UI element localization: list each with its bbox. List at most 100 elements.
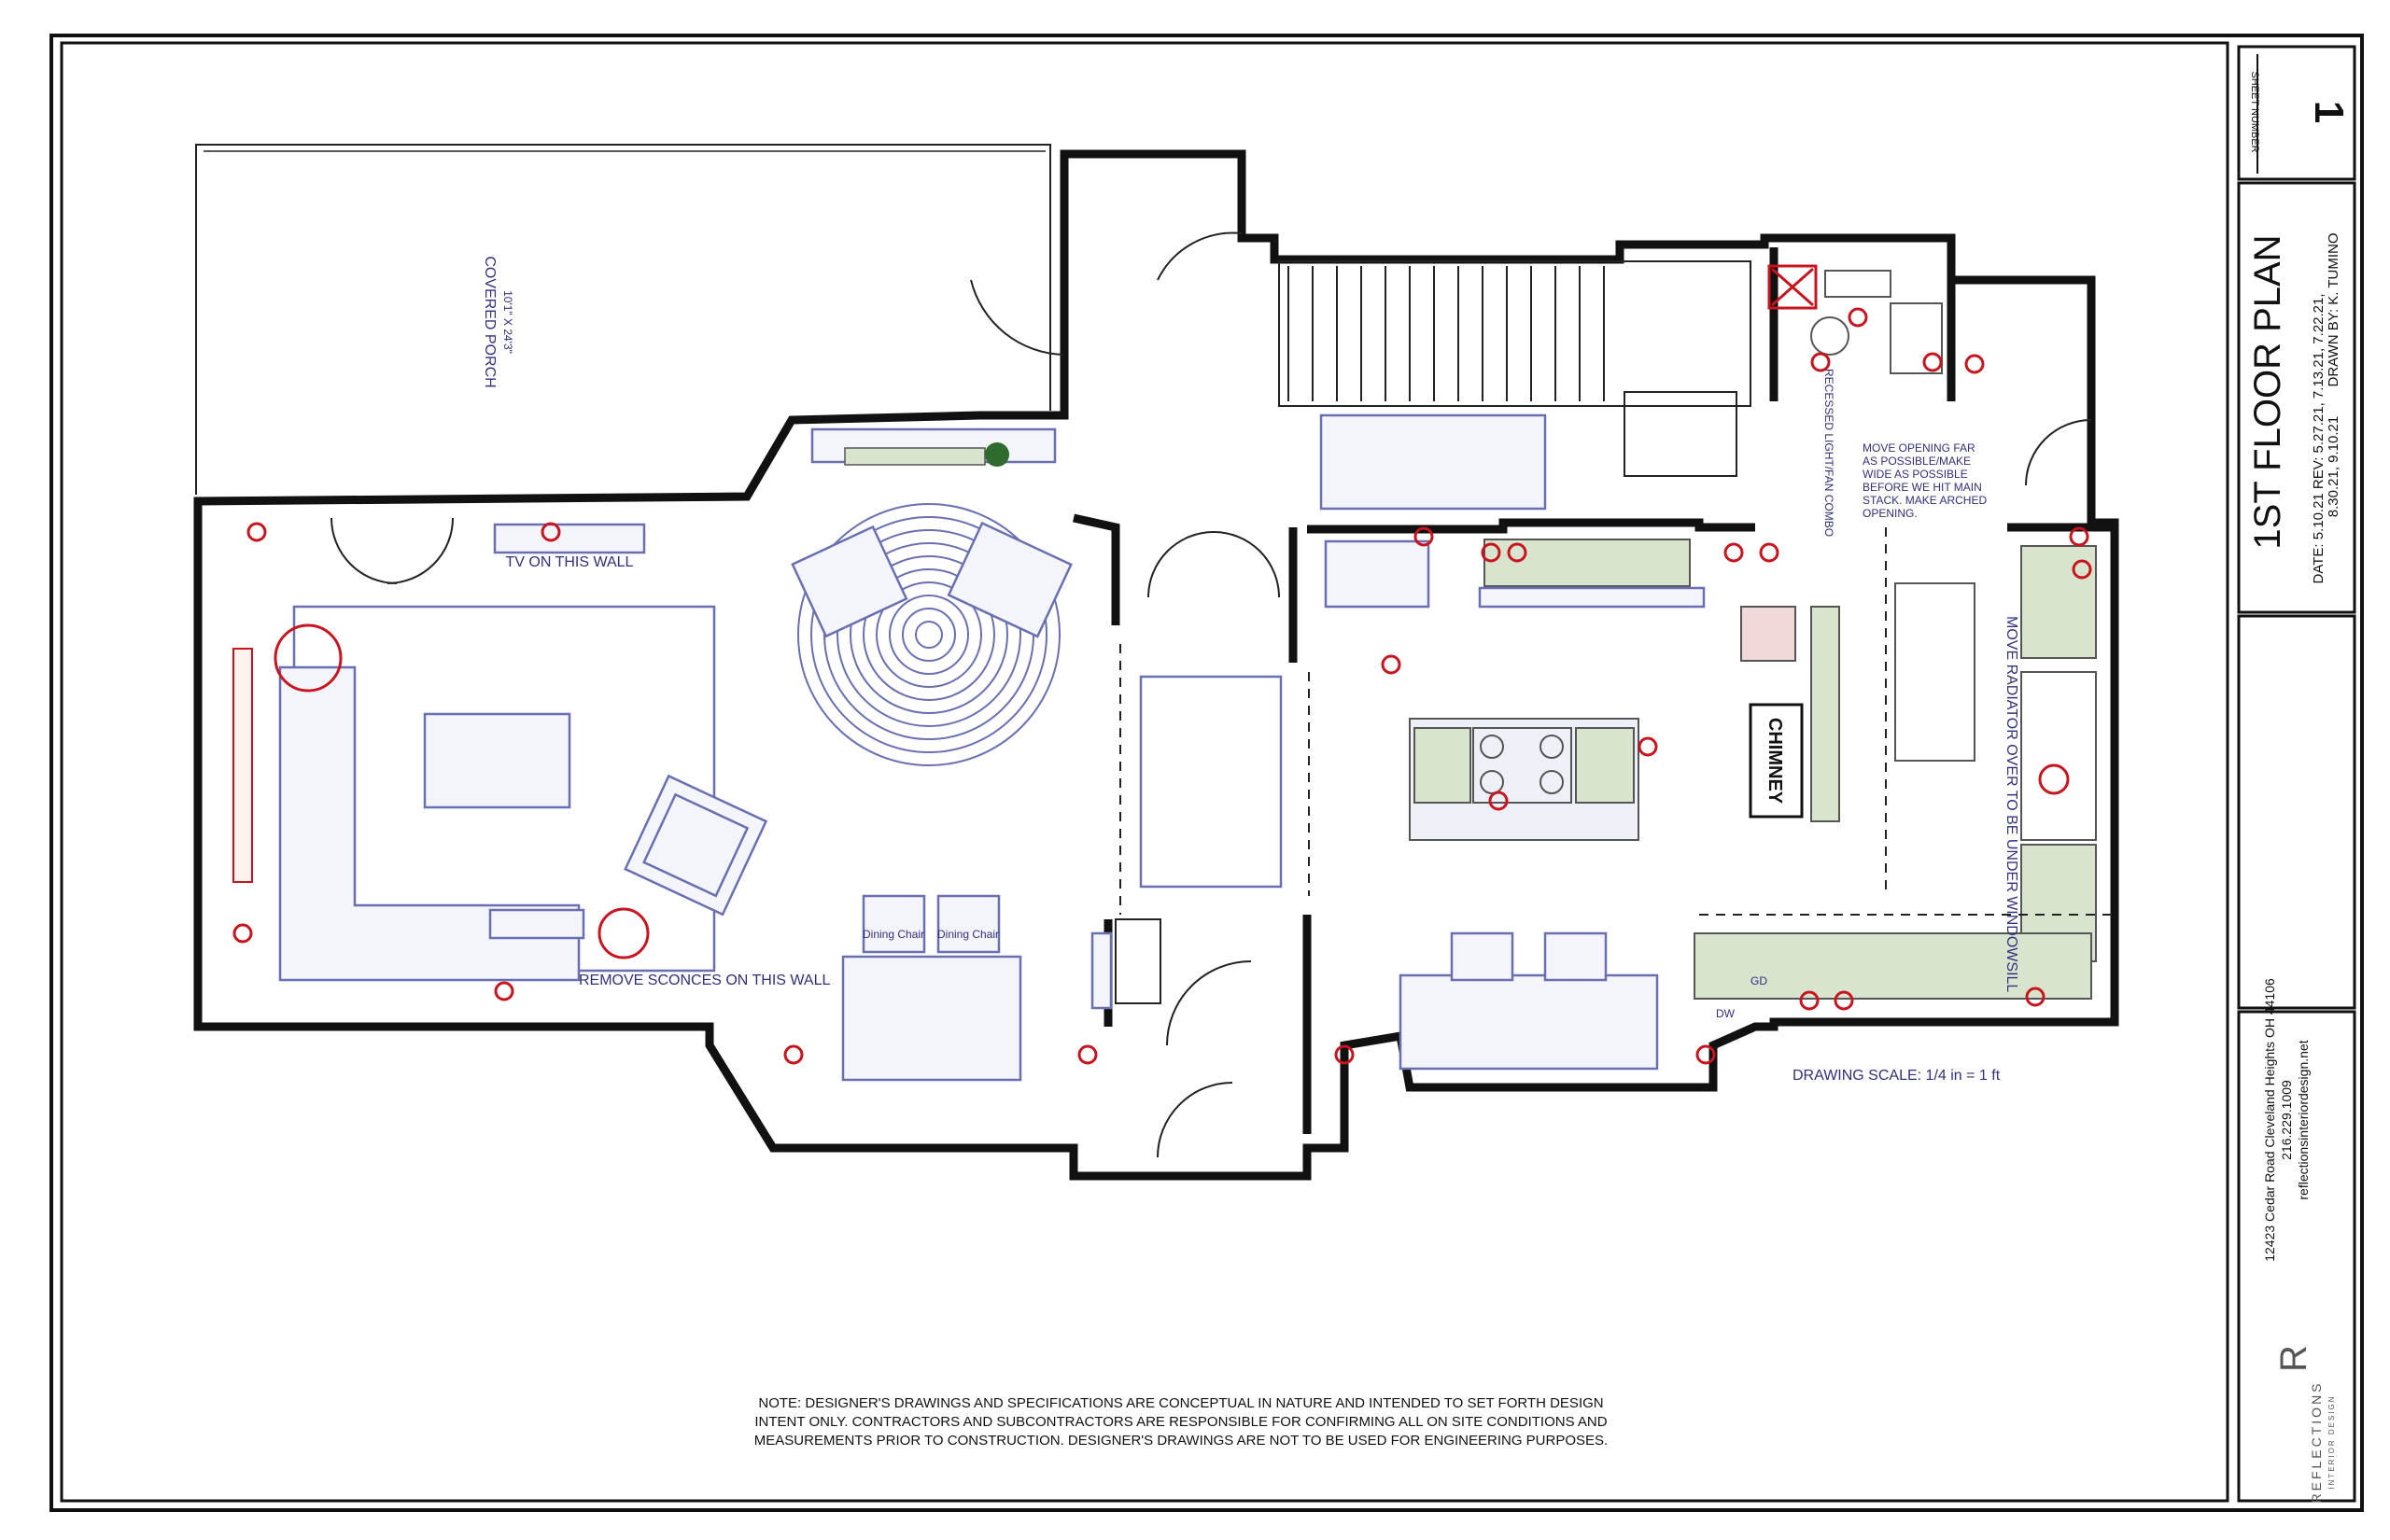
red-fixture — [2072, 559, 2092, 580]
red-fixture — [494, 981, 514, 1001]
firm-logo: R — [2273, 1345, 2314, 1372]
move-opening-6: OPENING. — [1863, 507, 1918, 520]
rug-ring — [915, 621, 943, 649]
firm-name: REFLECTIONS — [2309, 1380, 2324, 1503]
doors — [330, 231, 2092, 1158]
island-cab-left — [1413, 727, 1471, 804]
living-armchair-1 — [791, 525, 908, 638]
red-fixture — [1695, 1044, 1716, 1065]
stair-door-right — [1213, 531, 1280, 598]
stair-door-left — [1147, 531, 1215, 598]
outer-border — [49, 34, 2364, 1512]
red-fixtures — [232, 307, 2092, 1065]
red-fixture — [1334, 1044, 1355, 1065]
sheet-number-box — [2237, 45, 2356, 181]
red-fixture — [1638, 736, 1658, 757]
entry-console — [1090, 931, 1113, 1010]
side-ottoman — [488, 908, 585, 940]
title-block: SHEET NUMBER 1 1ST FLOOR PLAN DATE: 5.10… — [2237, 45, 2356, 1504]
powder-room: RECESSED LIGHT/FAN COMBO — [1767, 264, 1943, 537]
rug-ring — [876, 581, 982, 688]
move-opening-3: WIDE AS POSSIBLE — [1863, 468, 1968, 481]
firm-phone: 216.229.1009 — [2279, 1080, 2294, 1160]
stair-treads — [1287, 266, 1605, 401]
red-fixture — [1922, 352, 1943, 372]
powder-sink — [1767, 264, 1818, 310]
hall-runner — [1139, 675, 1283, 889]
dw-label: DW — [1716, 1007, 1736, 1020]
island-cab-right — [1575, 727, 1635, 804]
porch-dims: 10'1" X 24'3" — [501, 290, 514, 354]
powder-vanity — [1890, 302, 1943, 374]
dining-table — [841, 955, 1022, 1082]
hall-bench — [1319, 413, 1547, 511]
hall-door-swing — [1157, 231, 1243, 281]
plan-dates-cont: 8.30.21, 9.10.21 — [2326, 416, 2341, 517]
dining-chair-label-2: Dining Chair — [937, 928, 999, 941]
front-door-swing — [1157, 1082, 1233, 1158]
sheet-number-label: SHEET NUMBER — [2249, 71, 2260, 152]
move-radiator-label: MOVE RADIATOR OVER TO BE UNDER WINDOWSIL… — [2003, 616, 2019, 992]
drawing-scale: DRAWING SCALE: 1/4 in = 1 ft — [1792, 1068, 2001, 1084]
kitchen-bench — [1324, 539, 1430, 609]
rug-ring — [797, 503, 1061, 766]
porch-door-left — [330, 517, 398, 584]
dining-chair-2 — [936, 894, 1001, 954]
stair-landing — [1624, 391, 1737, 477]
red-fixture — [1723, 542, 1744, 563]
chimney-box — [1749, 703, 1804, 819]
firm-box — [2237, 1010, 2356, 1503]
sink-counter — [2020, 671, 2097, 841]
porch-label: COVERED PORCH — [482, 256, 498, 387]
exterior-walls — [193, 149, 2119, 1181]
staircase — [1278, 260, 1751, 511]
red-fixture — [1481, 542, 1501, 563]
back-door-swing — [1166, 960, 1252, 1046]
red-fixture — [1381, 654, 1401, 675]
reserved-box — [2237, 614, 2356, 1010]
red-fixture — [1507, 542, 1527, 563]
chimney-label: CHIMNEY — [1764, 718, 1785, 805]
ceiling-fans — [274, 623, 650, 959]
drawn-by: DRAWN BY: K. TUMINO — [2326, 232, 2341, 386]
living-furniture: TV ON THIS WALL — [232, 427, 1073, 982]
note-line-3: MEASUREMENTS PRIOR TO CONSTRUCTION. DESI… — [754, 1433, 1608, 1449]
move-opening-2: AS POSSIBLE/MAKE — [1863, 455, 1971, 468]
stair-outline — [1278, 260, 1751, 407]
move-opening-1: MOVE OPENING FAR — [1863, 441, 1975, 455]
range-top — [1472, 727, 1572, 804]
gd-label: GD — [1750, 974, 1767, 987]
sectional-sofa — [278, 665, 581, 982]
rug-ring — [863, 568, 995, 701]
pantry-door-swing — [2025, 419, 2092, 486]
red-fixture — [1834, 990, 1854, 1011]
ceiling-fan-2 — [598, 907, 650, 959]
upper-cabinets — [1483, 539, 1691, 587]
move-opening-4: BEFORE WE HIT MAIN — [1863, 481, 1982, 494]
rug-ring — [836, 542, 1021, 727]
lower-cabinets — [1694, 932, 2092, 1000]
move-opening-5: STACK. MAKE ARCHED — [1863, 494, 1987, 507]
red-fixture — [1759, 542, 1779, 563]
note-line-1: NOTE: DESIGNER'S DRAWINGS AND SPECIFICAT… — [758, 1395, 1603, 1411]
accent-chair — [624, 774, 768, 917]
rug-ring — [850, 555, 1008, 714]
back-counter — [1478, 586, 1706, 609]
porch-outline — [195, 144, 1051, 495]
firm-sub: INTERIOR DESIGN — [2327, 1394, 2336, 1489]
planter-box — [844, 447, 986, 466]
dining-area: Dining Chair Dining Chair — [841, 894, 1161, 1082]
tv-console — [493, 523, 646, 554]
red-fixture — [1810, 352, 1831, 372]
drawing-border — [60, 41, 2229, 1503]
peninsula-counter — [1399, 973, 1659, 1071]
fireplace-brick — [232, 648, 253, 883]
sink-fixture — [2038, 763, 2070, 795]
tv-wall-label: TV ON THIS WALL — [506, 554, 634, 570]
red-fixture — [1848, 307, 1868, 328]
plan-title-box — [2237, 181, 2356, 614]
pantry-cab-upper — [2020, 545, 2097, 659]
rug-ring — [810, 516, 1047, 753]
red-fixture — [2025, 987, 2046, 1007]
